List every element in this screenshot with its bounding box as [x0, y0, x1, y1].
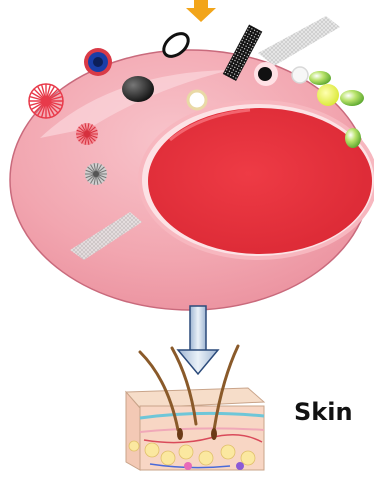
liposome-particle-1 — [188, 91, 206, 109]
liposome-particle-2 — [292, 67, 308, 83]
green-capsule-3 — [345, 128, 361, 148]
green-capsule-1 — [309, 71, 331, 85]
dark-sphere — [122, 76, 154, 102]
black-dot-particle — [254, 62, 278, 86]
green-capsule-2 — [340, 90, 364, 106]
down-arrow — [178, 306, 218, 374]
yellow-particle — [317, 84, 339, 106]
skin-tissue-block — [126, 388, 264, 470]
skin-label: Skin — [294, 398, 353, 426]
top-arrow — [186, 0, 216, 22]
gray-dendrimer-particle — [85, 163, 107, 185]
nucleus — [138, 100, 374, 260]
dendrimer-particle-small — [76, 123, 98, 145]
graphene-sheet-top — [258, 16, 340, 66]
dendrimer-particle-large — [29, 84, 63, 118]
ring-particle — [84, 48, 112, 76]
